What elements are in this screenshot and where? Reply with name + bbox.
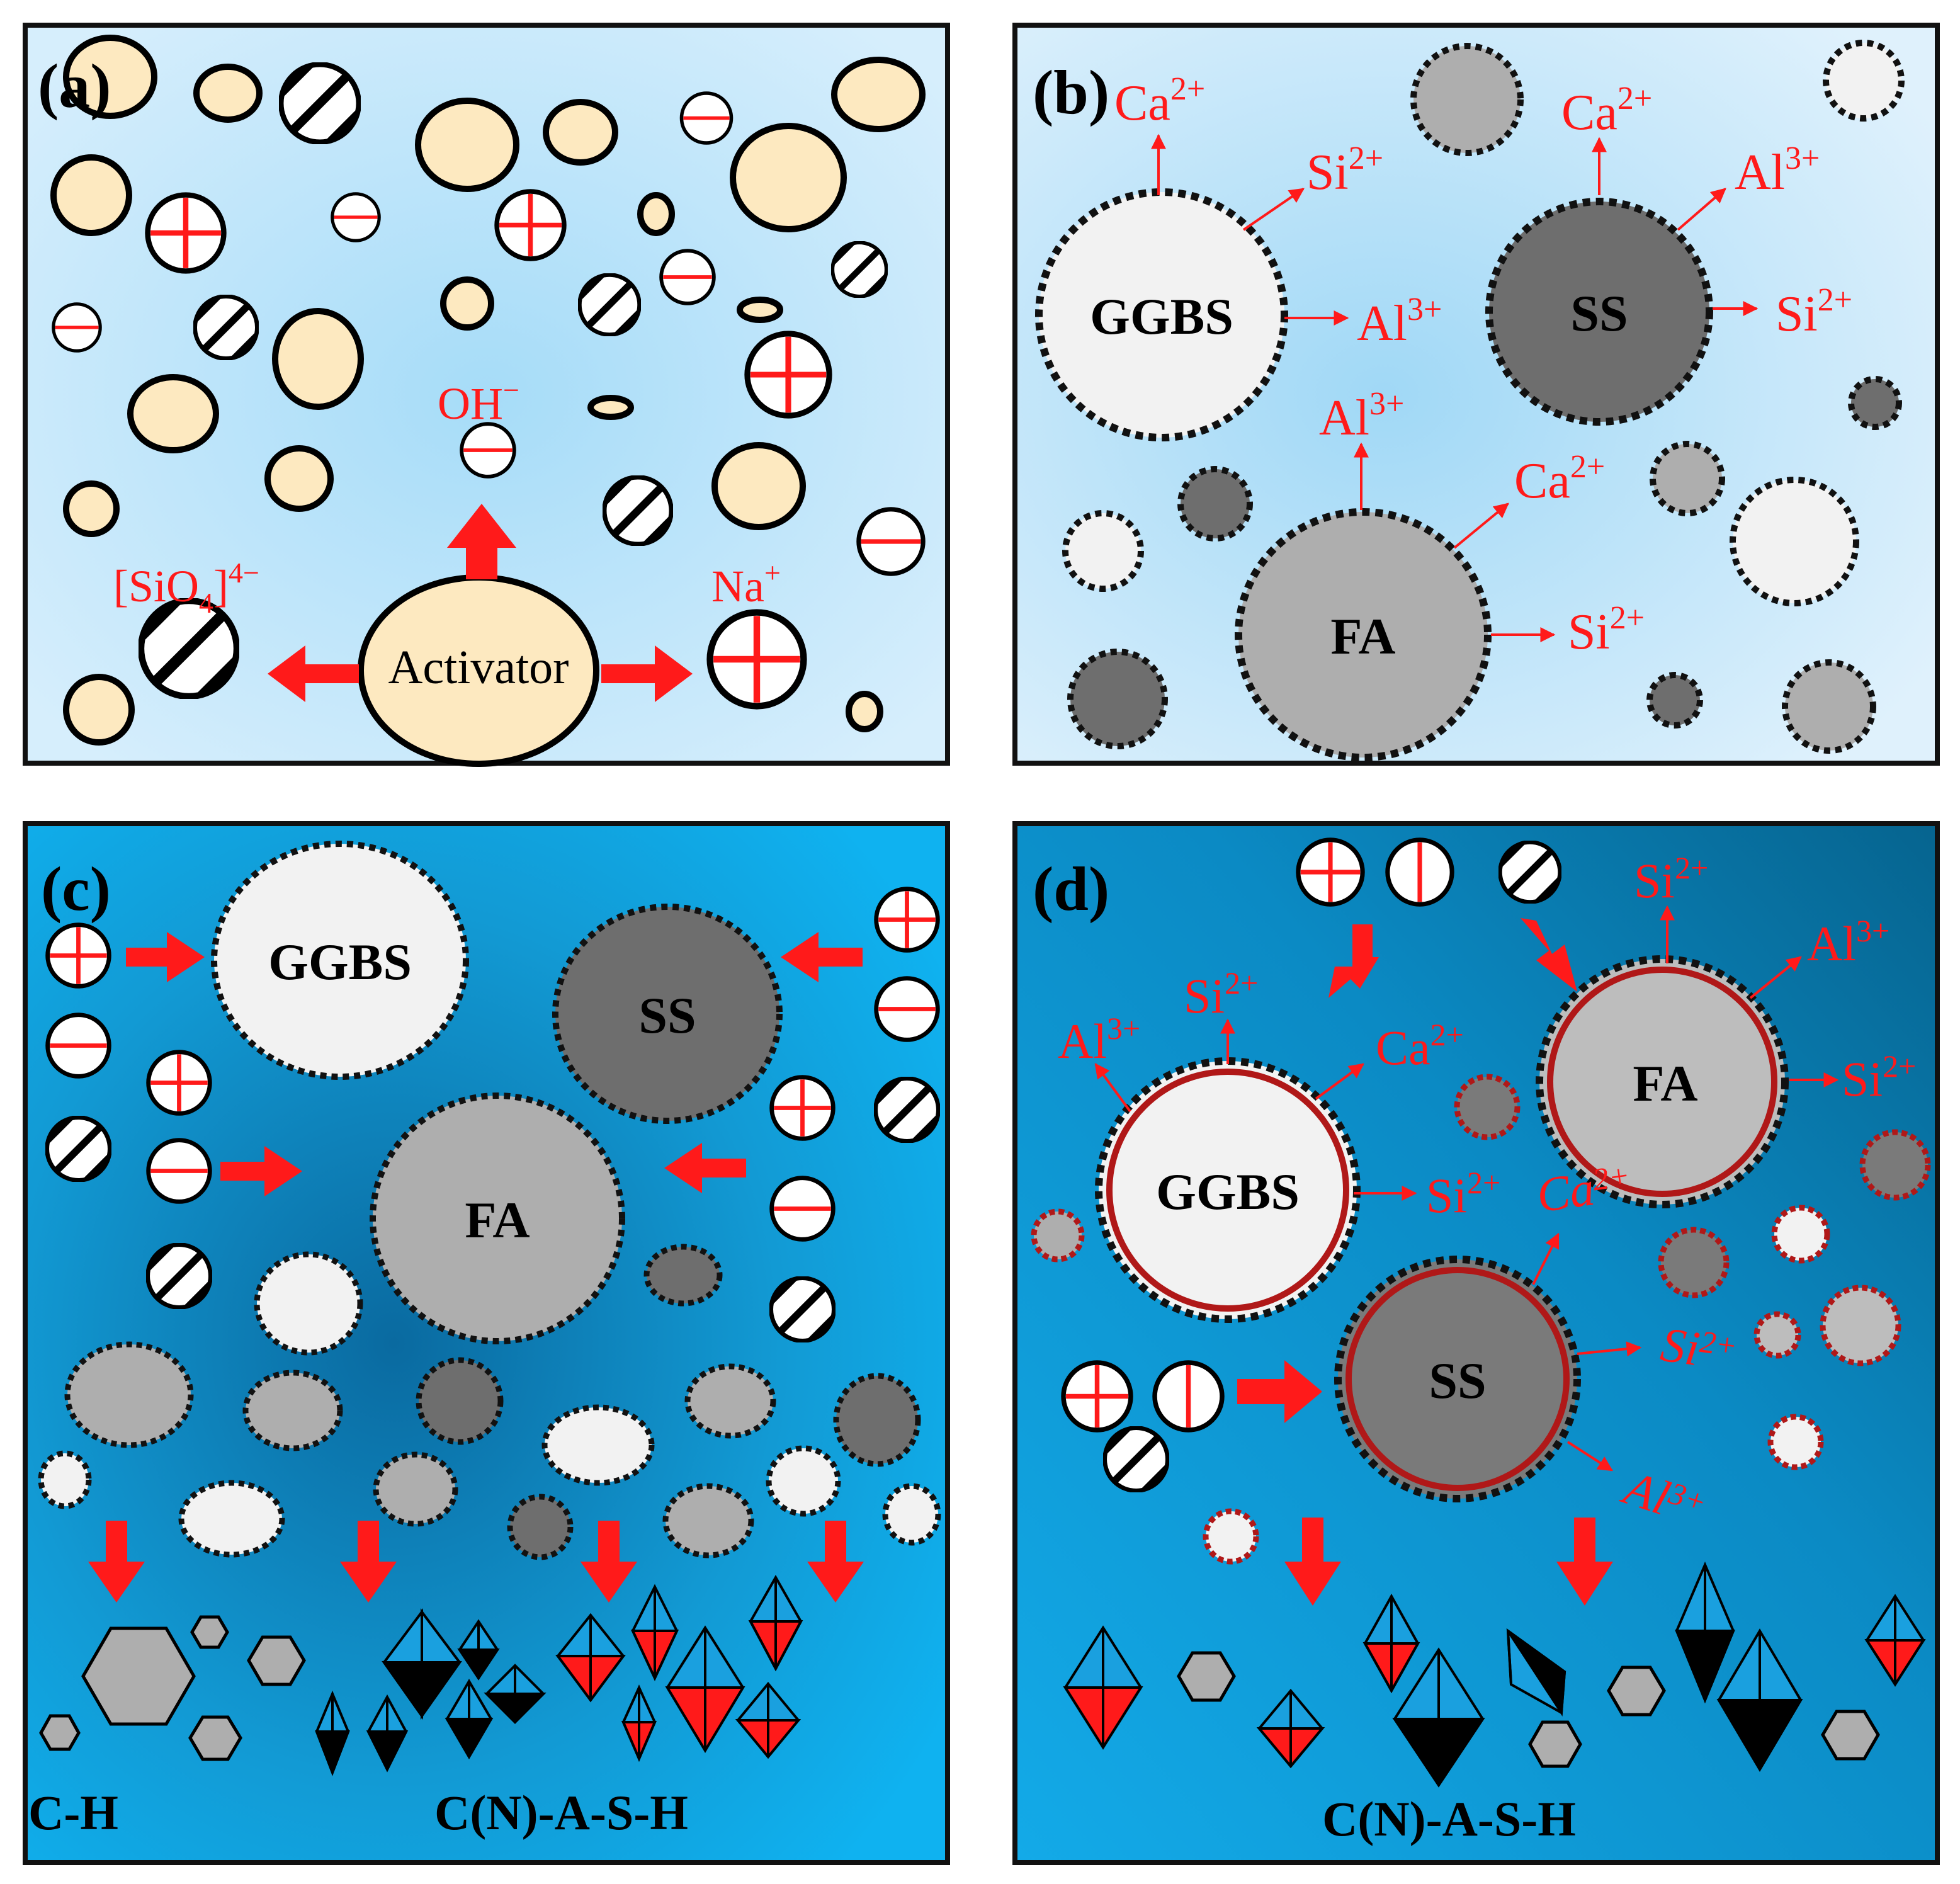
panel-c-arrows — [88, 932, 864, 1603]
svg-text:Al3+: Al3+ — [1319, 386, 1404, 446]
panel-d-ion-labels: Si2+ Al3+ Si2+ Al3+ Ca2+ Si2+ Si2+ Ca2+ … — [1058, 850, 1916, 1526]
svg-text:Ca2+: Ca2+ — [1561, 81, 1652, 140]
fa-label-c: FA — [465, 1191, 530, 1249]
panel-b-tag: (b) — [1033, 57, 1109, 127]
panel-d: GGBS FA SS — [1012, 821, 1940, 1865]
cnash-product-label-d: C(N)-A-S-H — [1322, 1791, 1576, 1846]
ss-label-c: SS — [638, 987, 696, 1044]
panel-b: GGBS SS FA Ca2+ Si2+ Al3+ Ca2+ Al3+ Si2+… — [1012, 23, 1940, 766]
svg-text:Si2+: Si2+ — [1842, 1048, 1916, 1106]
ggbs-label-c: GGBS — [268, 933, 412, 990]
panel-a-activator-arrows — [268, 504, 693, 702]
svg-text:Al3+: Al3+ — [1807, 913, 1889, 971]
panel-d-small-particles — [1031, 1074, 1931, 1565]
svg-text:Si2+: Si2+ — [1658, 1317, 1740, 1382]
ch-product-label: C-H — [28, 1785, 118, 1840]
fa-particle — [1235, 508, 1492, 761]
svg-text:Al3+: Al3+ — [1058, 1011, 1140, 1069]
svg-text:Ca2+: Ca2+ — [1514, 449, 1605, 509]
ss-label-d: SS — [1429, 1352, 1486, 1409]
ggbs-particle — [1035, 188, 1288, 441]
panel-c-hexagons — [39, 1615, 306, 1761]
svg-text:Ca2+: Ca2+ — [1376, 1017, 1464, 1075]
panel-d-crystals — [1063, 1561, 1926, 1788]
panel-c: GGBS SS FA — [23, 821, 950, 1865]
ss-label: SS — [1570, 285, 1628, 342]
svg-text:Si2+: Si2+ — [1306, 140, 1383, 200]
oh-ion-label: OH− — [438, 374, 519, 429]
fa-label: FA — [1330, 608, 1395, 665]
panel-d-tag: (d) — [1033, 854, 1109, 924]
panel-a: Activator OH− [SiO4]4− Na+ (a) — [23, 23, 950, 767]
svg-text:Al3+: Al3+ — [1357, 292, 1442, 351]
activator-label: Activator — [388, 641, 569, 694]
svg-text:Si2+: Si2+ — [1426, 1165, 1500, 1223]
ss-particle-c — [552, 904, 783, 1124]
panel-c-crystals — [315, 1574, 803, 1776]
panel-a-tag: (a) — [38, 51, 111, 121]
panel-b-ion-labels: Ca2+ Si2+ Al3+ Ca2+ Al3+ Si2+ Al3+ Ca2+ … — [1114, 71, 1852, 660]
fa-particle-c — [370, 1092, 625, 1344]
panel-b-ion-arrows — [1151, 133, 1759, 642]
ss-particle — [1485, 198, 1713, 426]
svg-text:Al3+: Al3+ — [1735, 140, 1820, 200]
ggbs-particle-c — [211, 841, 469, 1080]
na-ion-label: Na+ — [711, 557, 781, 611]
fa-label-d: FA — [1633, 1055, 1697, 1112]
svg-text:Ca2+: Ca2+ — [1114, 71, 1205, 131]
svg-text:Si2+: Si2+ — [1776, 282, 1852, 342]
svg-text:Si2+: Si2+ — [1634, 850, 1708, 908]
ggbs-label-d: GGBS — [1156, 1163, 1300, 1220]
panel-b-small-particles — [1062, 40, 1905, 754]
panel-d-arrows — [1237, 918, 1613, 1606]
panel-a-cream-particles — [50, 35, 926, 746]
panel-c-tag: (c) — [41, 854, 111, 924]
sio4-ion-label: [SiO4]4− — [113, 557, 259, 619]
panel-c-small-particles — [38, 1244, 941, 1560]
svg-text:Ca2+: Ca2+ — [1533, 1155, 1634, 1223]
panel-d-hexagons — [1177, 1651, 1880, 1768]
cnash-product-label-c: C(N)-A-S-H — [434, 1785, 688, 1840]
svg-text:Si2+: Si2+ — [1184, 965, 1258, 1023]
svg-text:Si2+: Si2+ — [1568, 600, 1645, 660]
panel-d-ion-arrows — [1094, 905, 1839, 1472]
panel-d-reacting-particles — [1095, 955, 1789, 1502]
ggbs-label: GGBS — [1090, 288, 1233, 345]
